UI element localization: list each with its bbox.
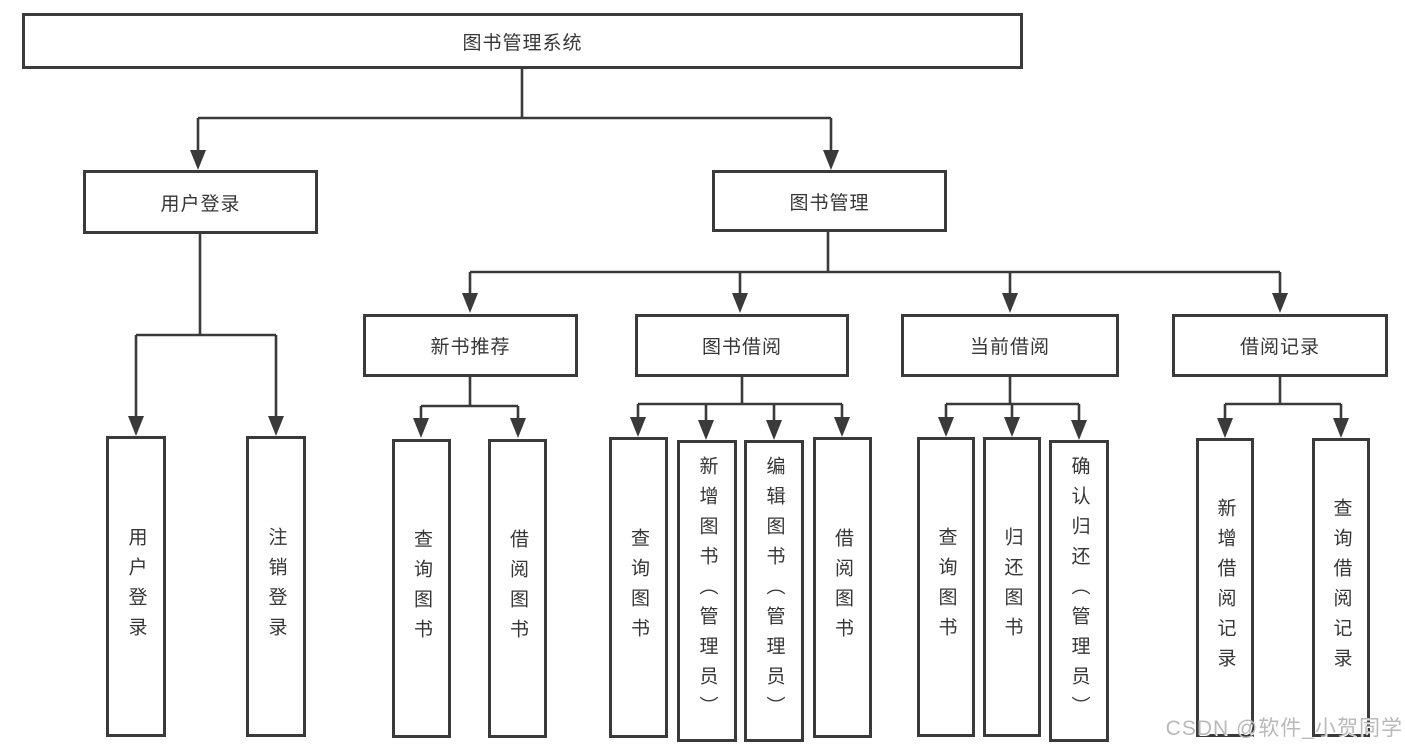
leaf-cb-query-books: 查询图书	[917, 437, 975, 737]
node-user-login-label: 用户登录	[160, 193, 241, 215]
node-current-borrow: 当前借阅	[901, 314, 1119, 377]
leaf-user-login: 用户登录	[106, 436, 166, 737]
connector-book-borrow-to-leaves	[636, 376, 844, 421]
connector-current-borrow-to-leaves	[944, 376, 1081, 421]
connector-borrow-records-to-leaves	[1223, 376, 1343, 419]
leaf-nbr-query-books: 查询图书	[392, 439, 451, 738]
node-user-login: 用户登录	[83, 170, 318, 234]
arrow-icon	[834, 417, 850, 437]
node-borrow-records: 借阅记录	[1172, 314, 1388, 377]
connector-book-mgmt-to-level3	[468, 232, 1282, 295]
arrow-icon	[1002, 293, 1018, 313]
connector-new-book-to-leaves	[419, 376, 520, 420]
node-new-book-recommend: 新书推荐	[363, 314, 578, 377]
node-new-book-recommend-label: 新书推荐	[430, 337, 511, 358]
arrow-icon	[732, 293, 748, 313]
arrow-icon	[413, 418, 429, 438]
arrow-icon	[938, 417, 954, 437]
connector-root-to-level2	[196, 69, 833, 151]
arrow-icon	[1333, 418, 1349, 438]
arrow-icon	[1272, 293, 1288, 313]
connector-user-login-to-leaves	[134, 234, 278, 418]
leaf-br-query-record: 查询借阅记录	[1312, 438, 1370, 737]
arrow-icon	[128, 416, 144, 436]
arrow-icon	[190, 150, 206, 170]
arrow-icon	[268, 416, 284, 436]
arrow-icon	[698, 420, 714, 440]
leaf-bb-borrow-books: 借阅图书	[813, 437, 872, 738]
arrow-icon	[1004, 417, 1020, 437]
leaf-logout: 注销登录	[246, 436, 306, 737]
leaf-bb-edit-books-admin: 编辑图书（管理员）	[744, 440, 804, 742]
node-book-borrow: 图书借阅	[635, 314, 849, 377]
leaf-bb-query-books: 查询图书	[609, 437, 668, 738]
node-book-management-label: 图书管理	[789, 192, 870, 214]
leaf-br-add-record: 新增借阅记录	[1196, 438, 1254, 737]
leaf-nbr-borrow-books: 借阅图书	[488, 439, 547, 738]
node-root-label: 图书管理系统	[462, 32, 583, 54]
arrow-icon	[766, 420, 782, 440]
arrow-icon	[1071, 420, 1087, 440]
leaf-cb-return-books: 归还图书	[983, 437, 1041, 737]
arrow-icon	[510, 418, 526, 438]
node-book-management: 图书管理	[712, 170, 947, 232]
leaf-bb-add-books-admin: 新增图书（管理员）	[677, 440, 737, 742]
arrowheads	[128, 150, 1349, 440]
node-root: 图书管理系统	[22, 13, 1023, 69]
watermark: CSDN @软件_小贺同学	[1165, 717, 1403, 740]
node-borrow-records-label: 借阅记录	[1239, 337, 1320, 358]
node-current-borrow-label: 当前借阅	[969, 337, 1050, 358]
arrow-icon	[1217, 418, 1233, 438]
node-book-borrow-label: 图书借阅	[701, 337, 782, 358]
arrow-icon	[823, 150, 839, 170]
leaf-cb-confirm-return-admin: 确认归还（管理员）	[1049, 440, 1109, 742]
arrow-icon	[630, 417, 646, 437]
arrow-icon	[462, 293, 478, 313]
